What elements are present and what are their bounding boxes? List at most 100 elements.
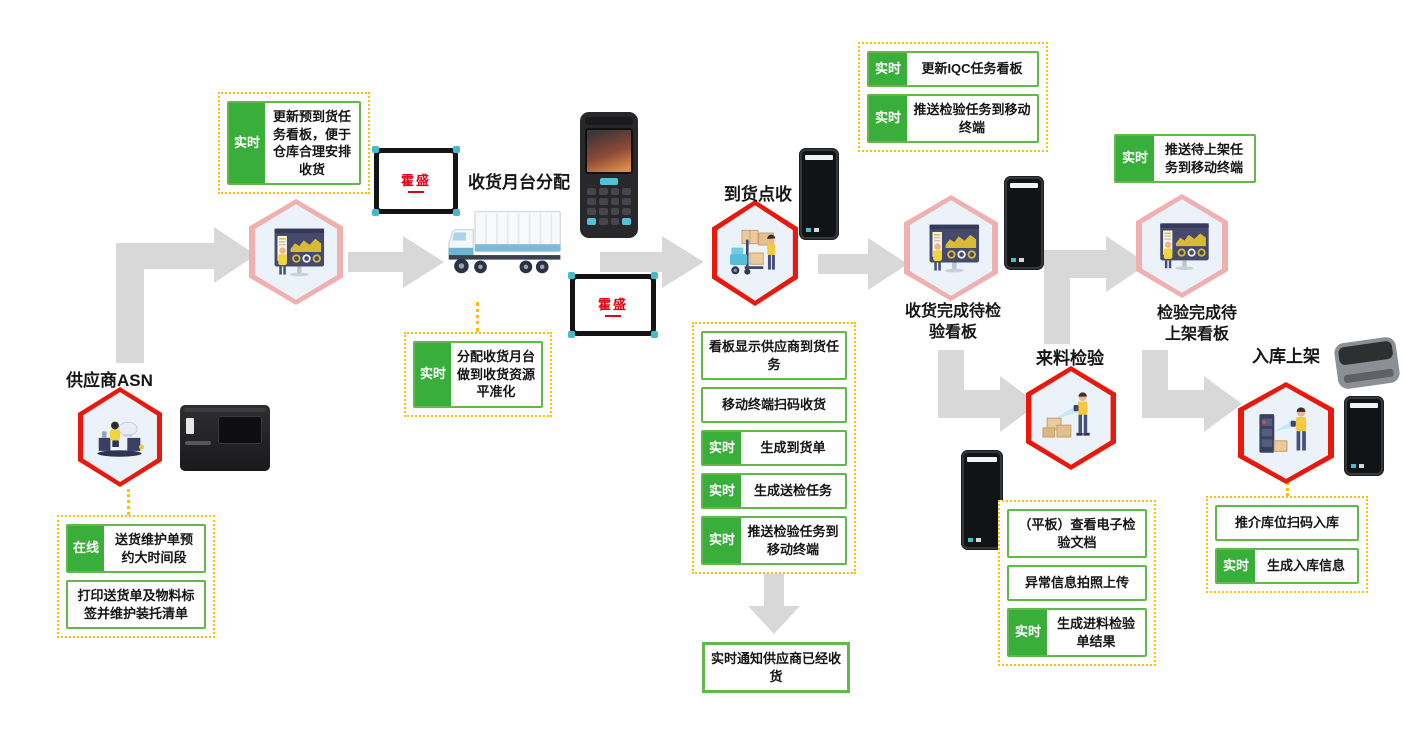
arrow-truck-to-arrival xyxy=(600,236,704,288)
arrow-inspection-board-to-putaway xyxy=(1142,350,1242,432)
tablet-brand-logo: 霍盛 xyxy=(400,172,431,188)
tablet-corner-accent xyxy=(453,209,460,216)
stage-title-putaway: 入库上架 xyxy=(1252,347,1320,366)
supplier-asn-hexagon xyxy=(78,387,162,487)
smartphone-device xyxy=(799,148,839,240)
note-row: 实时 生成进料检验单结果 xyxy=(1007,608,1147,658)
scanner-scan-button xyxy=(600,178,618,185)
online-badge: 在线 xyxy=(68,526,104,572)
realtime-badge: 实时 xyxy=(869,53,908,85)
printer-paper-slot xyxy=(185,441,211,445)
stage-title-dock-assign: 收货月台分配 xyxy=(468,173,570,192)
dashboard-illustration-icon xyxy=(929,224,979,273)
mobile-printer-device xyxy=(1333,335,1401,391)
printer-top-edge xyxy=(184,408,266,412)
iqc-note-box: 实时 更新IQC任务看板 实时 推送检验任务到移动终端 xyxy=(858,42,1048,153)
note-row: 移动终端扫码收货 xyxy=(701,387,847,424)
handheld-scanner-device xyxy=(580,112,638,238)
phone-app-icon xyxy=(1359,464,1364,468)
note-text: 推送检验任务到移动终端 xyxy=(747,524,839,557)
note-row: 打印送货单及物料标签并维护装托清单 xyxy=(66,580,206,630)
tablet-corner-accent xyxy=(568,331,575,338)
push-putaway-note-row: 实时 推送待上架任务到移动终端 xyxy=(1114,134,1256,184)
connector-asn-to-note xyxy=(127,489,130,515)
phone-app-icon xyxy=(976,538,981,542)
dock-leveling-note-box: 实时 分配收货月台做到收货资源平准化 xyxy=(404,332,552,417)
note-row: （平板）查看电子检验文档 xyxy=(1007,509,1147,559)
inspection-done-board-hexagon xyxy=(1136,194,1228,298)
note-row: 异常信息拍照上传 xyxy=(1007,565,1147,602)
phone-status-bar xyxy=(805,155,833,160)
arrival-count-hexagon xyxy=(712,200,798,306)
stage-title-arrival-count: 到货点收 xyxy=(724,185,792,204)
printer-side-window xyxy=(218,416,262,444)
phone-app-icon xyxy=(1019,258,1024,262)
note-text: 分配收货月台做到收货资源平准化 xyxy=(457,349,536,400)
arrow-arrival-to-receiving-board xyxy=(818,238,908,290)
note-text: 异常信息拍照上传 xyxy=(1024,575,1129,591)
note-text: 生成到货单 xyxy=(760,440,826,456)
tablet-brand-tagline xyxy=(605,314,621,317)
phone-app-icon xyxy=(968,538,973,542)
note-row: 在线 送货维护单预约大时间段 xyxy=(66,524,206,574)
phone-app-icon xyxy=(806,228,811,232)
connector-putaway-to-note xyxy=(1286,471,1289,496)
stage-title-receiving-done-board: 收货完成待检 验看板 xyxy=(892,302,1014,344)
note-row: 实时 生成到货单 xyxy=(701,430,847,467)
note-text: 推送检验任务到移动终端 xyxy=(913,102,1031,135)
desk-worker-illustration-icon xyxy=(97,422,145,458)
tablet-corner-accent xyxy=(651,331,658,338)
realtime-badge: 实时 xyxy=(1009,610,1048,656)
receiving-done-board-hexagon xyxy=(904,195,998,301)
stage-title-line: 验看板 xyxy=(928,323,977,341)
note-text: 移动终端扫码收货 xyxy=(721,397,826,413)
tablet-corner-accent xyxy=(453,146,460,153)
note-row: 实时 推送检验任务到移动终端 xyxy=(701,516,847,566)
putaway-note-box: 推介库位扫码入库 实时 生成入库信息 xyxy=(1206,496,1368,593)
tablet-device: 霍盛 xyxy=(568,272,658,338)
note-text: （平板）查看电子检验文档 xyxy=(1018,517,1136,550)
prereceive-note-box: 实时 更新预到货任务看板，便于仓库合理安排收货 xyxy=(218,92,370,195)
scanner-screen xyxy=(585,128,633,174)
arrow-arrival-note-to-notify xyxy=(748,572,800,634)
forklift-illustration-icon xyxy=(729,229,775,275)
stage-title-line: 上架看板 xyxy=(1164,325,1229,343)
tablet-corner-accent xyxy=(568,272,575,279)
putaway-hexagon xyxy=(1238,382,1334,484)
realtime-badge: 实时 xyxy=(1116,136,1155,182)
arrow-inspection-to-inspection-board xyxy=(1044,236,1148,344)
note-text: 打印送货单及物料标签并维护装托清单 xyxy=(77,588,195,621)
phone-status-bar xyxy=(1010,183,1038,188)
note-text: 推送待上架任务到移动终端 xyxy=(1165,142,1244,175)
note-text: 更新预到货任务看板，便于仓库合理安排收货 xyxy=(272,109,351,177)
note-row: 实时 生成送检任务 xyxy=(701,473,847,510)
industrial-label-printer-device xyxy=(180,405,270,471)
note-text: 实时通知供应商已经收货 xyxy=(711,651,842,684)
connector-truck-to-note xyxy=(476,302,479,332)
arrival-note-box: 看板显示供应商到货任务 移动终端扫码收货 实时 生成到货单 实时 生成送检任务 … xyxy=(692,322,856,575)
inspection-note-box: （平板）查看电子检验文档 异常信息拍照上传 实时 生成进料检验单结果 xyxy=(998,500,1156,667)
tablet-brand-tagline xyxy=(408,190,424,193)
tablet-device: 霍盛 xyxy=(372,146,460,216)
stage-title-incoming-inspection: 来料检验 xyxy=(1036,349,1104,368)
smartphone-device xyxy=(961,450,1003,550)
stage-title-line: 检验完成待 xyxy=(1156,305,1237,322)
note-row: 推介库位扫码入库 xyxy=(1215,505,1359,541)
note-text: 更新IQC任务看板 xyxy=(921,61,1023,77)
note-text: 生成入库信息 xyxy=(1267,558,1346,574)
note-row: 实时 分配收货月台做到收货资源平准化 xyxy=(413,341,543,408)
smartphone-device xyxy=(1344,396,1384,476)
note-text: 生成进料检验单结果 xyxy=(1057,616,1136,649)
supplier-asn-note-box: 在线 送货维护单预约大时间段 打印送货单及物料标签并维护装托清单 xyxy=(57,515,215,639)
realtime-badge: 实时 xyxy=(703,432,742,465)
mobile-printer-lid xyxy=(1337,340,1394,366)
phone-status-bar xyxy=(967,457,997,462)
scanner-keypad xyxy=(585,187,633,226)
arrow-asn-to-prereceive-board xyxy=(116,227,256,363)
tablet-corner-accent xyxy=(651,272,658,279)
phone-app-icon xyxy=(1011,258,1016,262)
phone-app-icon xyxy=(1351,464,1356,468)
printer-label-slot xyxy=(186,418,194,434)
stage-title-inspection-done-board: 检验完成待 上架看板 xyxy=(1136,304,1258,346)
